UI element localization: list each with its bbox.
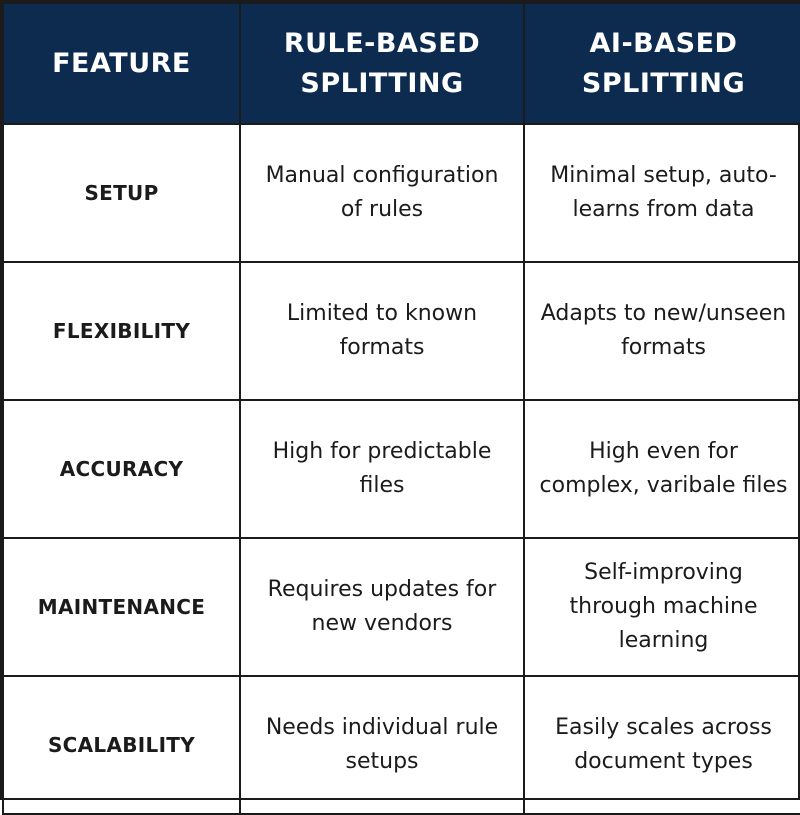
ai-based-cell: Easily scales across document types	[523, 675, 800, 815]
feature-label: SCALABILITY	[47, 733, 196, 757]
ai-based-text: Minimal setup, auto-learns from data	[550, 163, 777, 222]
header-ai-based-label: AI-BASED SPLITTING	[581, 27, 746, 99]
feature-cell: SCALABILITY	[2, 675, 241, 815]
ai-based-cell: Adapts to new/unseen formats	[523, 261, 800, 401]
rule-based-text: Needs individual rule setups	[265, 715, 499, 774]
header-ai-based: AI-BASED SPLITTING	[523, 2, 800, 125]
rule-based-text: Limited to known formats	[286, 301, 478, 360]
feature-cell: FLEXIBILITY	[2, 261, 241, 401]
rule-based-cell: Manual configuration of rules	[239, 123, 525, 263]
ai-based-text: High even for complex, varibale files	[539, 439, 788, 498]
rule-based-text: Manual configuration of rules	[265, 163, 499, 222]
ai-based-cell: Self-improving through machine learning	[523, 537, 800, 677]
feature-label: ACCURACY	[59, 457, 184, 481]
header-rule-based: RULE-BASED SPLITTING	[239, 2, 525, 125]
rule-based-cell: Requires updates for new vendors	[239, 537, 525, 677]
table-row-setup: SETUP Manual configuration of rules Mini…	[2, 123, 800, 263]
rule-based-text: High for predictable files	[272, 439, 492, 498]
feature-cell: SETUP	[2, 123, 241, 263]
feature-cell: MAINTENANCE	[2, 537, 241, 677]
table-row-flexibility: FLEXIBILITY Limited to known formats Ada…	[2, 261, 800, 401]
table-row-accuracy: ACCURACY High for predictable files High…	[2, 399, 800, 539]
feature-cell: ACCURACY	[2, 399, 241, 539]
ai-based-text: Adapts to new/unseen formats	[540, 301, 787, 360]
ai-based-text: Self-improving through machine learning	[569, 560, 758, 653]
rule-based-cell: High for predictable files	[239, 399, 525, 539]
table-header: FEATURE RULE-BASED SPLITTING AI-BASED SP…	[2, 2, 800, 125]
table-row-maintenance: MAINTENANCE Requires updates for new ven…	[2, 537, 800, 677]
ai-based-cell: High even for complex, varibale files	[523, 399, 800, 539]
feature-label: SETUP	[84, 181, 159, 205]
feature-label: MAINTENANCE	[37, 595, 206, 619]
table-body: SETUP Manual configuration of rules Mini…	[2, 123, 800, 815]
rule-based-cell: Limited to known formats	[239, 261, 525, 401]
header-row: FEATURE RULE-BASED SPLITTING AI-BASED SP…	[2, 2, 800, 125]
header-feature-label: FEATURE	[52, 47, 191, 79]
feature-label: FLEXIBILITY	[52, 319, 191, 343]
ai-based-cell: Minimal setup, auto-learns from data	[523, 123, 800, 263]
rule-based-text: Requires updates for new vendors	[267, 577, 497, 636]
rule-based-cell: Needs individual rule setups	[239, 675, 525, 815]
ai-based-text: Easily scales across document types	[555, 715, 772, 774]
table-row-scalability: SCALABILITY Needs individual rule setups…	[2, 675, 800, 815]
header-rule-based-label: RULE-BASED SPLITTING	[283, 27, 481, 99]
header-feature: FEATURE	[2, 2, 241, 125]
